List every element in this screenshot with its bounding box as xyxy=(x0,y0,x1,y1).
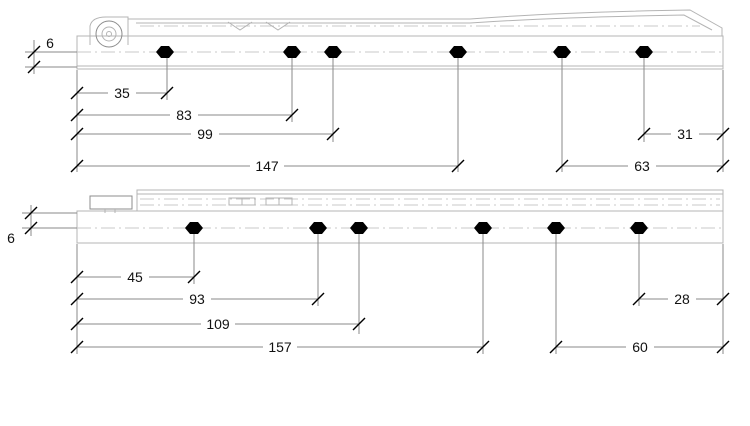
top-dimension-35: 35 xyxy=(70,85,174,101)
bottom-dimension-28: 28 xyxy=(632,291,730,307)
bottom-rail-end-block xyxy=(89,195,133,210)
top-offset-dimension: 6 xyxy=(25,35,77,74)
mounting-hole xyxy=(309,222,327,234)
roller-wheel xyxy=(95,20,123,48)
dimension-label: 157 xyxy=(268,339,292,355)
mounting-hole xyxy=(185,222,203,234)
mounting-hole xyxy=(547,222,565,234)
bottom-dimension-157: 157 xyxy=(70,339,490,355)
bottom-rail-slot xyxy=(241,197,256,206)
bottom-rail-body xyxy=(76,210,724,244)
mounting-hole xyxy=(324,46,342,58)
dimension-label: 60 xyxy=(632,339,648,355)
mounting-hole xyxy=(449,46,467,58)
bottom-offset-label: 6 xyxy=(7,230,15,246)
bottom-dimension-109: 109 xyxy=(70,316,366,332)
mounting-hole xyxy=(350,222,368,234)
dimension-label: 83 xyxy=(176,107,192,123)
dimension-label: 28 xyxy=(674,291,690,307)
top-rail-channel-inner xyxy=(136,14,713,31)
mounting-hole xyxy=(635,46,653,58)
dimension-label: 99 xyxy=(197,126,213,142)
mounting-hole xyxy=(474,222,492,234)
dimension-label: 45 xyxy=(127,269,143,285)
bottom-rail-channel xyxy=(136,189,724,212)
top-dimension-83: 83 xyxy=(70,107,299,123)
dimension-label: 31 xyxy=(677,126,693,142)
top-dimension-99: 99 xyxy=(70,126,340,142)
bottom-dimension-60: 60 xyxy=(549,339,730,355)
dimension-label: 109 xyxy=(206,316,230,332)
top-dimension-31: 31 xyxy=(637,126,730,142)
mounting-hole xyxy=(553,46,571,58)
top-offset-label: 6 xyxy=(46,35,54,51)
bottom-offset-dimension: 6 xyxy=(7,205,77,246)
top-rail-channel xyxy=(77,9,723,37)
dimension-label: 35 xyxy=(114,85,130,101)
bottom-dimension-93: 93 xyxy=(70,291,325,307)
dimension-label: 147 xyxy=(255,158,279,174)
dimension-label: 63 xyxy=(634,158,650,174)
bottom-dimension-45: 45 xyxy=(70,269,201,285)
dimension-label: 93 xyxy=(189,291,205,307)
top-rail-clip xyxy=(227,21,253,31)
bottom-extension-lines xyxy=(76,234,724,354)
mounting-hole xyxy=(630,222,648,234)
top-dimension-147: 147 xyxy=(70,158,465,174)
top-dimension-63: 63 xyxy=(555,158,730,174)
top-rail-end-housing xyxy=(89,16,129,45)
mounting-hole xyxy=(156,46,174,58)
top-rail-profile xyxy=(76,9,724,70)
bottom-rail-profile xyxy=(76,189,724,244)
top-extension-lines xyxy=(76,58,724,172)
top-rail-clip xyxy=(265,21,291,31)
bottom-rail-slot xyxy=(278,197,293,206)
mounting-hole xyxy=(283,46,301,58)
